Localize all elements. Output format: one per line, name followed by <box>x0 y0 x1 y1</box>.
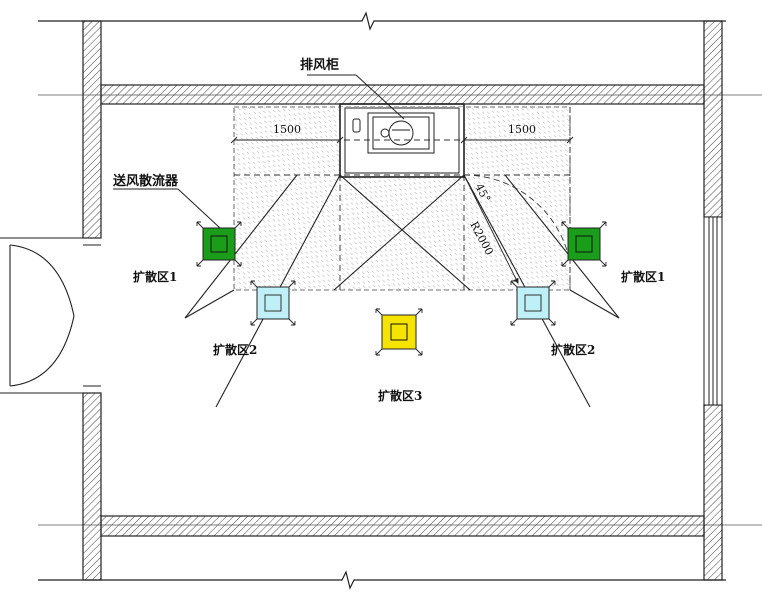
diffusion-lines <box>184 174 620 408</box>
zone2-right-label: 扩散区2 <box>551 342 595 357</box>
break-line-icon <box>38 11 726 590</box>
diffuser-zone2-left <box>250 280 296 326</box>
diffuser-zone1-left <box>196 221 242 267</box>
left-width-dimension: 1500 <box>273 123 301 136</box>
hood-label: 排风柜 <box>300 57 339 73</box>
zone1-right-label: 扩散区1 <box>621 269 665 284</box>
hood-leader <box>307 74 405 120</box>
room-outline <box>101 84 704 537</box>
zone1-left-label: 扩散区1 <box>133 269 177 284</box>
right-width-dimension: 1500 <box>508 123 536 136</box>
walls <box>82 20 723 581</box>
window-icon <box>703 216 723 406</box>
door-icon <box>0 237 101 394</box>
diffuser-label: 送风散流器 <box>112 173 179 189</box>
hood-zone <box>233 106 571 291</box>
diffuser-leader <box>113 188 221 229</box>
diffuser-zone1-right <box>561 221 607 267</box>
dimension-lines <box>230 136 574 284</box>
zone3-label: 扩散区3 <box>378 388 422 403</box>
diffuser-zone3 <box>375 308 423 356</box>
zone2-left-label: 扩散区2 <box>213 342 257 357</box>
diffuser-zone2-right <box>510 280 556 326</box>
